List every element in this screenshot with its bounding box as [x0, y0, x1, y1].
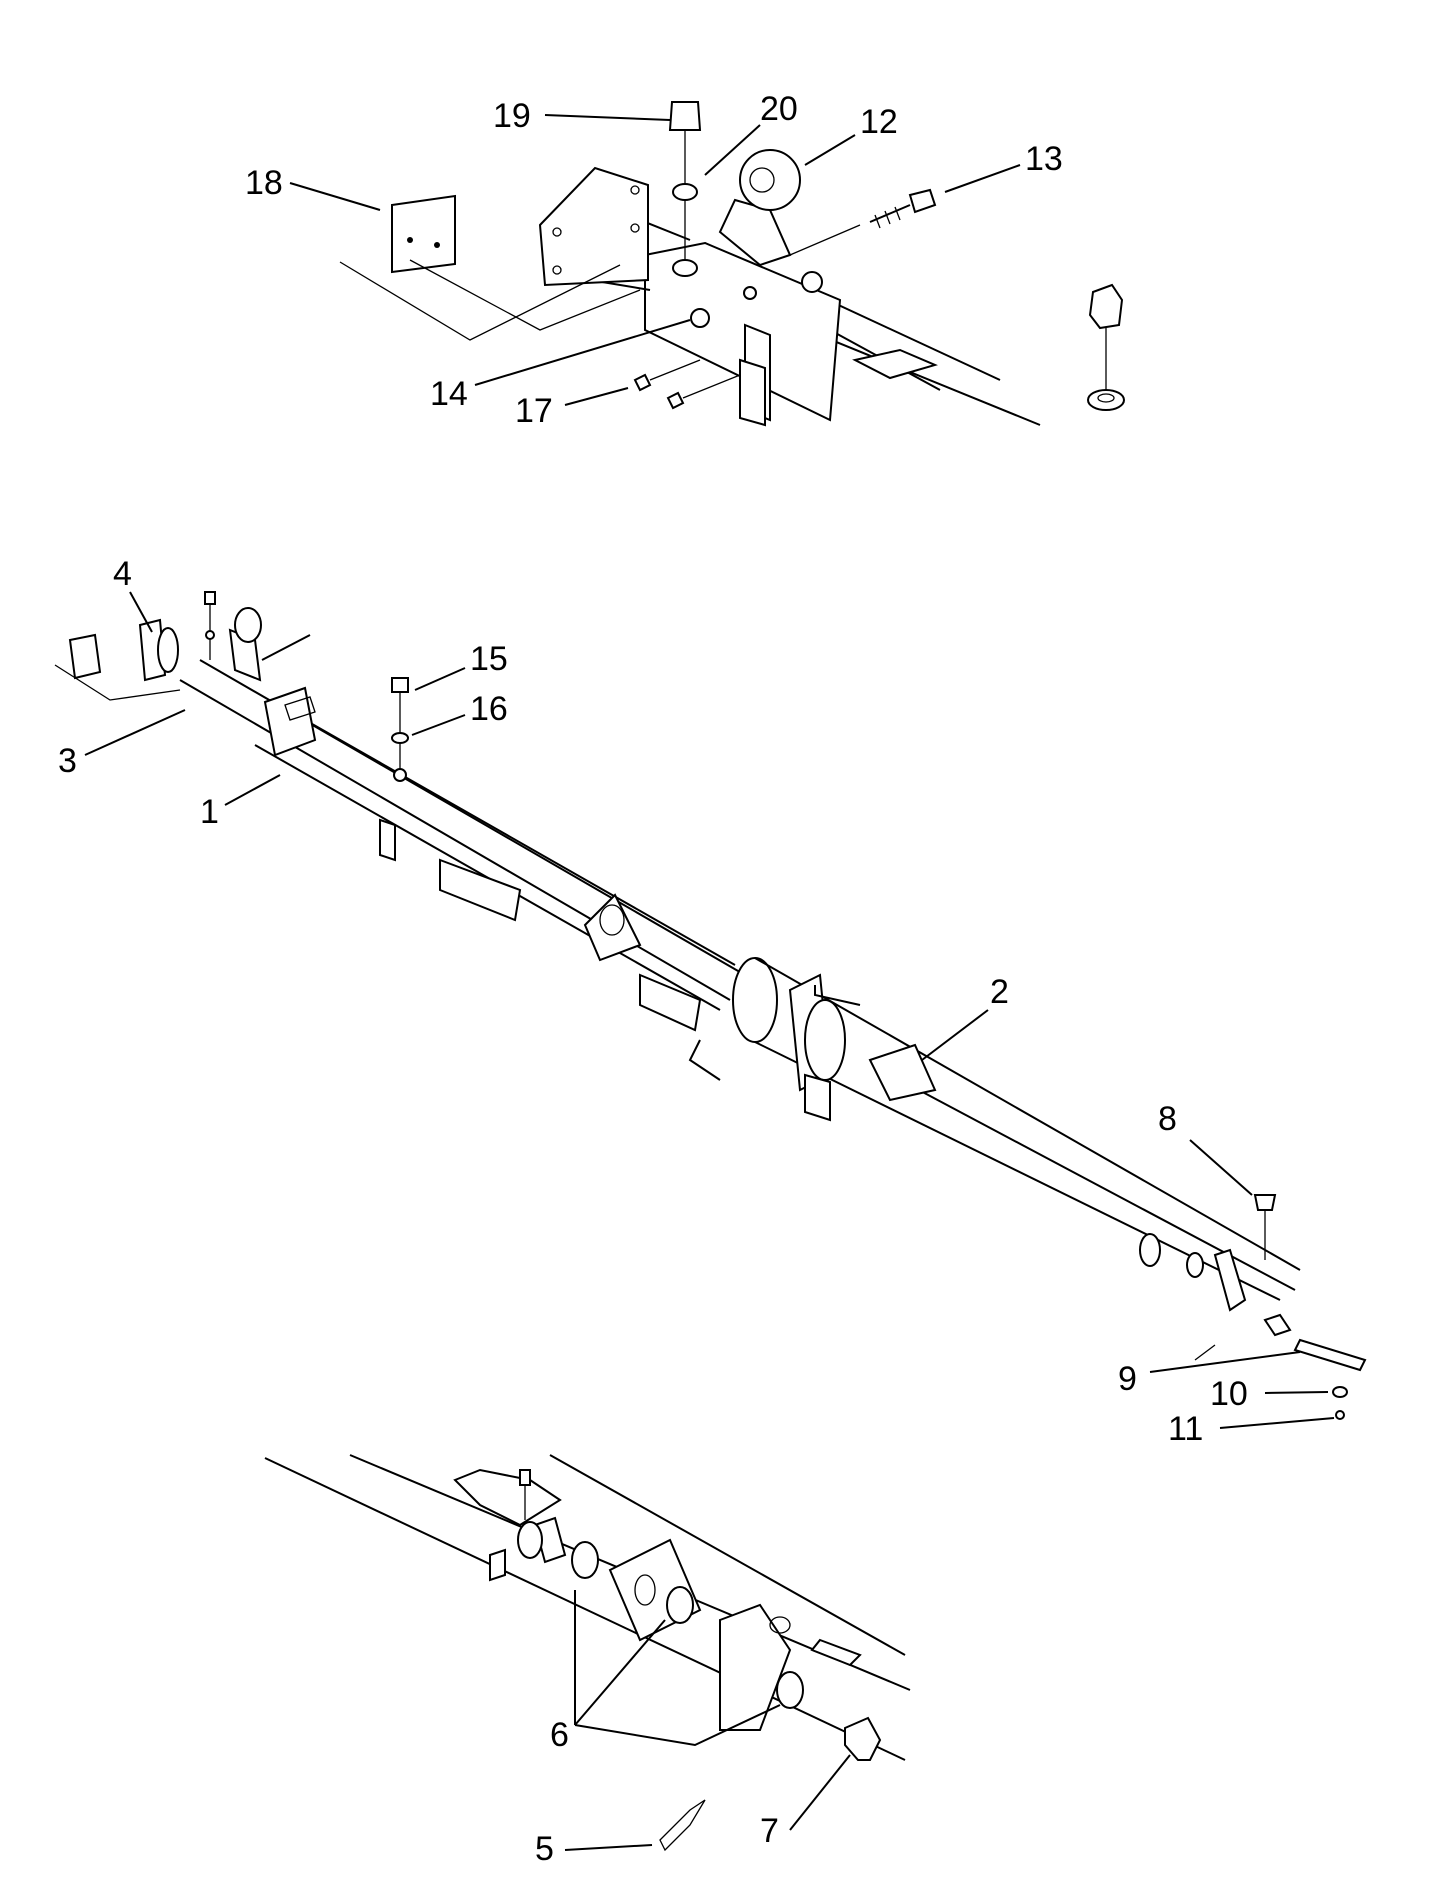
pin-7 — [844, 1716, 882, 1761]
callout-19: 19 — [493, 97, 531, 135]
bottom-detail-view — [264, 1454, 911, 1852]
washer-20 — [672, 183, 698, 201]
callout-9: 9 — [1118, 1360, 1137, 1398]
gusset — [719, 1603, 792, 1731]
top-detail-view — [339, 101, 1125, 427]
hanger-b — [639, 973, 702, 1032]
callout-18: 18 — [245, 164, 283, 202]
screw-17 — [633, 373, 652, 392]
nut-14 — [690, 308, 710, 328]
callout-3: 3 — [58, 742, 77, 780]
callouts: 19 20 12 13 18 14 17 4 3 1 15 16 2 8 9 1… — [58, 90, 1335, 1868]
profile-notch — [453, 1468, 562, 1527]
callout-17: 17 — [515, 392, 553, 430]
slot — [810, 1638, 862, 1667]
tube-2-bracket — [868, 1043, 937, 1102]
bolt-15 — [391, 677, 409, 693]
washer-6a — [571, 1541, 599, 1579]
callout-8: 8 — [1158, 1100, 1177, 1138]
pad-18 — [391, 194, 456, 274]
callout-1: 1 — [200, 793, 219, 831]
callout-14: 14 — [430, 375, 468, 413]
callout-4: 4 — [113, 555, 132, 593]
hair-pin-5 — [659, 1799, 706, 1852]
callout-11: 11 — [1168, 1410, 1203, 1448]
callout-10: 10 — [1210, 1375, 1248, 1413]
callout-2: 2 — [990, 973, 1009, 1011]
callout-5: 5 — [535, 1830, 554, 1868]
pulley-12 — [739, 149, 801, 211]
mounting-plate — [538, 166, 649, 287]
collar — [732, 957, 778, 1043]
pad-3 — [68, 633, 102, 680]
bolt-19 — [668, 101, 702, 131]
bushing — [517, 1521, 543, 1559]
main-assembly-view — [54, 591, 1367, 1420]
washer-10 — [1332, 1386, 1348, 1398]
nut-11 — [1335, 1410, 1345, 1420]
plate-4 — [138, 618, 167, 682]
callout-20: 20 — [760, 90, 798, 128]
beam-1-end — [263, 686, 317, 757]
washer-6b — [666, 1586, 694, 1624]
bar-9 — [1293, 1338, 1367, 1372]
callout-15: 15 — [470, 640, 508, 678]
callout-6: 6 — [550, 1716, 569, 1754]
callout-16: 16 — [470, 690, 508, 728]
tube-slot — [852, 348, 938, 380]
washer-16 — [391, 732, 409, 744]
callout-13: 13 — [1025, 140, 1063, 178]
callout-12: 12 — [860, 103, 898, 141]
callout-7: 7 — [760, 1812, 779, 1850]
bolt-8 — [1253, 1194, 1277, 1211]
loose-washer — [1087, 389, 1125, 411]
mid-bracket — [583, 893, 642, 962]
hanger-a — [439, 858, 522, 922]
loose-bolt — [1088, 283, 1124, 330]
pulley-left — [234, 607, 262, 643]
washer-6c — [776, 1671, 804, 1709]
latch-plate — [1213, 1248, 1247, 1312]
bolt-13-head — [908, 188, 937, 214]
